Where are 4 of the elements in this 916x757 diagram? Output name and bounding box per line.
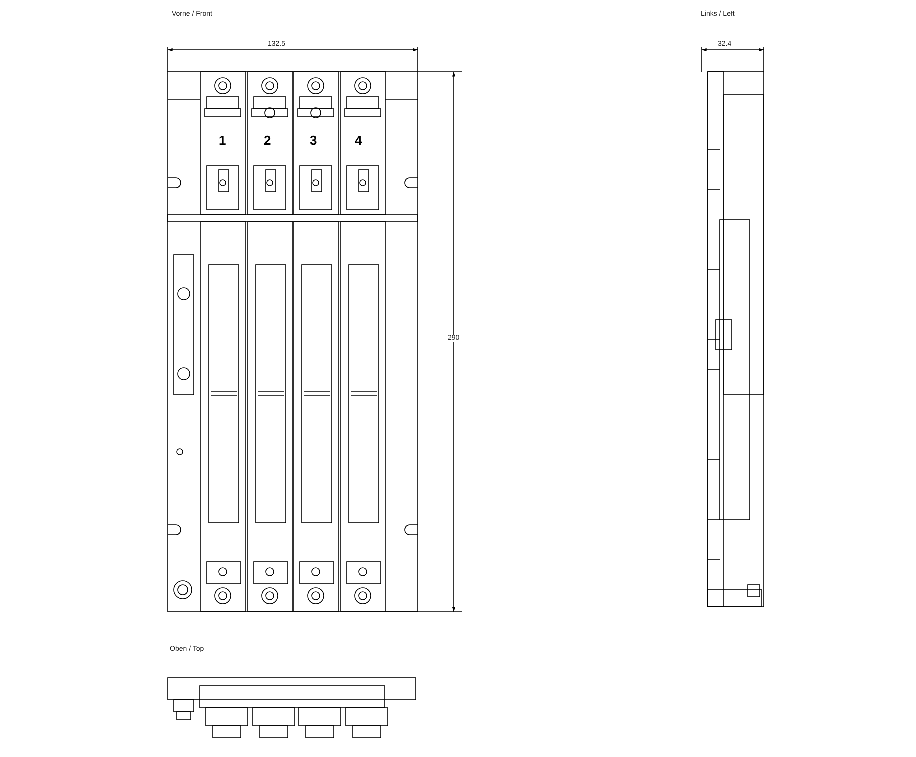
slot-number: 3 bbox=[310, 134, 318, 147]
slot-number: 1 bbox=[219, 134, 226, 147]
slot-number: 2 bbox=[264, 134, 272, 147]
slot-number: 4 bbox=[355, 134, 362, 147]
